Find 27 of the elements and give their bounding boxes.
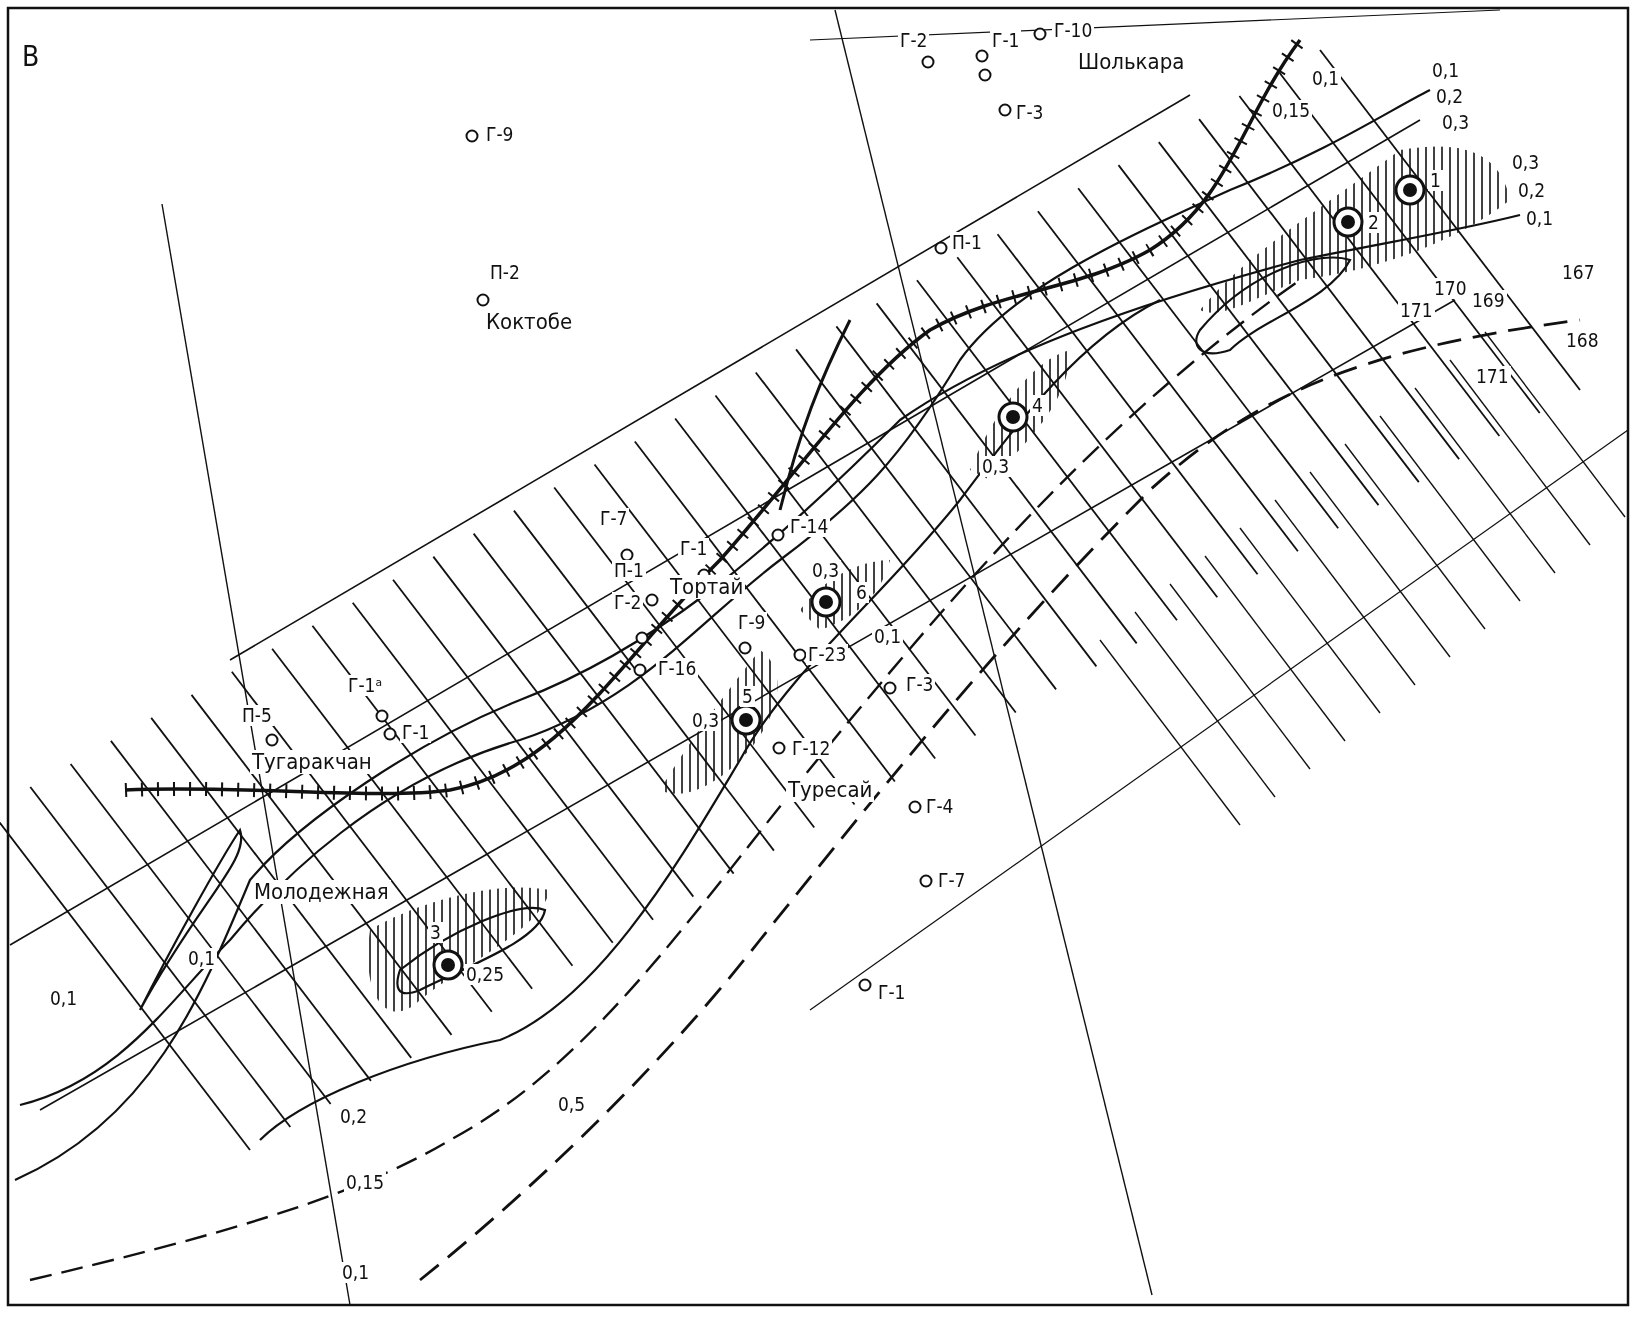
isoline-value: 0,15 [1270, 100, 1313, 121]
well-label: Г-1ᵃ [346, 675, 385, 696]
isoline-value: 0,15 [344, 1172, 387, 1193]
well-label: Г-1 [400, 722, 432, 743]
place-name: Туресай [786, 778, 875, 802]
deposit-number: 5 [740, 686, 755, 707]
deposit-number: 2 [1366, 212, 1381, 233]
deposit-number: 6 [854, 582, 869, 603]
profile-number: 170 [1432, 278, 1469, 299]
deposit-number: 3 [428, 922, 443, 943]
isoline-value: 0,1 [872, 626, 904, 647]
place-name: Молодежная [252, 880, 391, 904]
deposit-number: 1 [1428, 170, 1443, 191]
well-label: П-1 [612, 560, 646, 581]
deposit-number: 4 [1030, 395, 1045, 416]
isoline-value: 0,3 [980, 456, 1012, 477]
isoline-value: 0,1 [186, 948, 218, 969]
profile-number: 171 [1398, 300, 1435, 321]
isoline-value: 0,3 [810, 560, 842, 581]
well-label: Г-12 [790, 738, 833, 759]
isoline-value: 0,1 [1310, 68, 1342, 89]
place-name: Тортай [668, 575, 746, 599]
well-label: П-5 [240, 705, 274, 726]
well-label: Г-14 [788, 516, 831, 537]
isoline-value: 0,3 [690, 710, 722, 731]
well-label: Г-16 [656, 658, 699, 679]
well-label: Г-23 [806, 644, 849, 665]
